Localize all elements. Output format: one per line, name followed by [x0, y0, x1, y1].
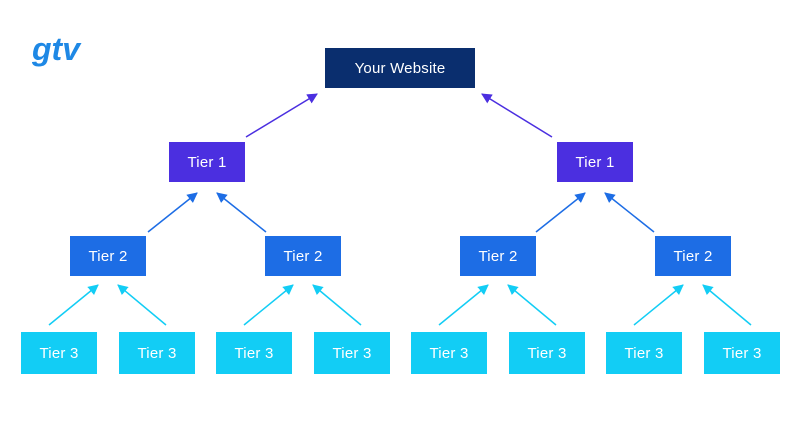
node-tier3-6: Tier 3 — [509, 332, 585, 374]
node-tier3-5: Tier 3 — [411, 332, 487, 374]
node-tier1-left: Tier 1 — [169, 142, 245, 182]
node-tier1-right: Tier 1 — [557, 142, 633, 182]
arrow-tier2-3-to-tier1 — [535, 192, 586, 233]
arrow-tier3-2-to-tier2 — [117, 284, 167, 326]
node-tier2-1: Tier 2 — [70, 236, 146, 276]
node-tier2-4: Tier 2 — [655, 236, 731, 276]
arrow-tier2-2-to-tier1 — [216, 192, 267, 233]
arrow-tier3-4-to-tier2 — [312, 284, 362, 326]
arrow-tier3-3-to-tier2 — [243, 284, 294, 326]
node-tier3-2: Tier 3 — [119, 332, 195, 374]
arrow-tier3-5-to-tier2 — [438, 284, 489, 326]
node-your-website: Your Website — [325, 48, 475, 88]
node-tier3-4: Tier 3 — [314, 332, 390, 374]
arrow-tier2-4-to-tier1 — [604, 192, 655, 233]
arrow-tier3-6-to-tier2 — [507, 284, 557, 326]
arrow-tier3-7-to-tier2 — [633, 284, 684, 326]
node-tier3-3: Tier 3 — [216, 332, 292, 374]
arrow-tier2-1-to-tier1 — [147, 192, 198, 233]
node-tier3-8: Tier 3 — [704, 332, 780, 374]
arrow-tier1-left-to-root — [245, 93, 318, 138]
node-tier2-2: Tier 2 — [265, 236, 341, 276]
node-tier2-3: Tier 2 — [460, 236, 536, 276]
logo-text: gtv — [32, 31, 82, 67]
arrow-tier3-8-to-tier2 — [702, 284, 752, 326]
gtv-logo: gtv — [32, 31, 82, 67]
arrow-tier1-right-to-root — [481, 93, 553, 138]
node-tier3-7: Tier 3 — [606, 332, 682, 374]
node-tier3-1: Tier 3 — [21, 332, 97, 374]
arrow-tier3-1-to-tier2 — [48, 284, 99, 326]
